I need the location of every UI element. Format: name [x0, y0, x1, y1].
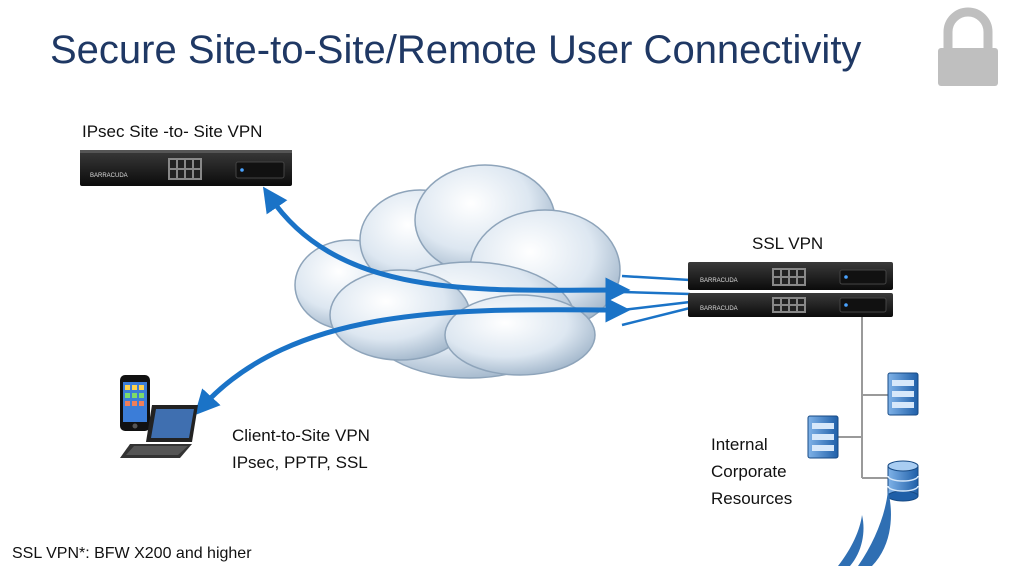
resources-label-line1: Internal — [711, 435, 768, 454]
client-vpn-label-line2: IPsec, PPTP, SSL — [232, 453, 368, 472]
footnote: SSL VPN*: BFW X200 and higher — [12, 545, 252, 562]
ssl-vpn-label: SSL VPN — [752, 234, 824, 253]
ipsec-firewall-appliance-icon: BARRACUDA — [80, 150, 292, 186]
page-title: Secure Site-to-Site/Remote User Connecti… — [50, 28, 862, 72]
resource-connectors — [838, 317, 888, 479]
ipsec-site-to-site-arrow — [262, 186, 631, 303]
resources-label-line3: Resources — [711, 489, 793, 508]
lock-icon — [938, 7, 998, 86]
ipsec-vpn-label: IPsec Site -to- Site VPN — [82, 122, 263, 141]
client-to-site-arrow — [194, 297, 631, 416]
client-vpn-label-line1: Client-to-Site VPN — [232, 426, 370, 445]
ssl-vpn-appliance-icon: BARRACUDA BARRACUDA — [688, 262, 893, 317]
barracuda-logo-icon — [838, 490, 891, 566]
laptop-icon — [120, 405, 198, 458]
internal-resources-label: Internal Corporate Resources — [711, 431, 792, 512]
smartphone-icon — [120, 375, 150, 431]
database-icon — [887, 460, 919, 502]
device-brand-text: BARRACUDA — [700, 278, 738, 284]
ssl-vpn-connectors — [621, 274, 691, 327]
server-icon — [887, 372, 919, 416]
resources-label-line2: Corporate — [711, 462, 787, 481]
server-icon — [807, 415, 839, 459]
cloud-icon — [294, 164, 621, 379]
device-brand-text: BARRACUDA — [90, 173, 128, 179]
client-vpn-label: Client-to-Site VPN IPsec, PPTP, SSL — [232, 422, 370, 476]
device-brand-text: BARRACUDA — [700, 306, 738, 312]
